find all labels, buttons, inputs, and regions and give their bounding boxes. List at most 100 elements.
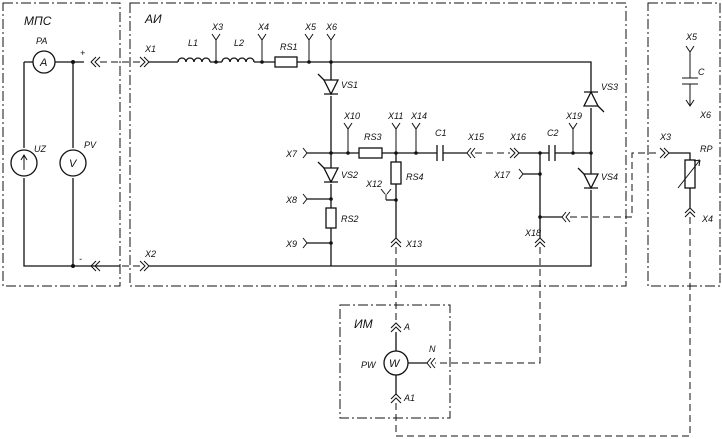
variable-resistor-rp: RP <box>677 144 713 189</box>
svg-text:X15: X15 <box>467 132 485 142</box>
testpoint-x7: X7 <box>285 147 331 159</box>
minus-sign: - <box>79 254 82 264</box>
wattmeter-pw: W PW <box>361 350 409 376</box>
ammeter-pa: A PA <box>32 36 56 74</box>
svg-text:X3: X3 <box>659 132 671 142</box>
testpoint-x11: X11 <box>387 111 403 155</box>
connector-x2: X2 <box>90 249 156 272</box>
ai-block-title: АИ <box>144 12 162 26</box>
svg-text:X3: X3 <box>211 22 223 32</box>
svg-text:V: V <box>69 158 78 170</box>
testpoint-x14: X14 <box>410 111 427 155</box>
svg-text:RS4: RS4 <box>406 172 424 182</box>
connector-x3-rp: X3 <box>570 132 691 218</box>
im-block-title: ИМ <box>354 317 373 331</box>
svg-text:X10: X10 <box>343 111 360 121</box>
resistor-rs4: RS4 <box>390 161 424 185</box>
ai-bottom-rail <box>149 152 592 267</box>
link-a1-to-rp-x4 <box>395 217 691 437</box>
mps-block-frame <box>2 2 121 287</box>
svg-text:RS3: RS3 <box>364 132 382 142</box>
svg-text:N: N <box>429 344 436 354</box>
svg-text:X4: X4 <box>701 214 713 224</box>
connector-x1: X1 <box>90 44 156 68</box>
svg-text:C: C <box>698 67 705 77</box>
svg-text:C1: C1 <box>435 128 447 138</box>
resistor-rs2: RS2 <box>325 207 359 229</box>
im-input-n: N <box>426 344 436 369</box>
capacitor-c: X5 C X6 <box>682 32 711 120</box>
svg-text:L1: L1 <box>188 38 198 48</box>
svg-text:RS2: RS2 <box>341 214 359 224</box>
svg-text:X19: X19 <box>565 111 582 121</box>
testpoint-x4: X4 <box>257 22 269 64</box>
svg-text:X7: X7 <box>285 149 298 159</box>
im-input-a: A <box>390 322 410 333</box>
svg-text:X16: X16 <box>509 132 526 142</box>
svg-text:X11: X11 <box>387 111 403 121</box>
capacitor-c1: C1 <box>435 128 447 161</box>
testpoint-x3: X3 <box>211 22 223 64</box>
capacitor-block-frame <box>647 2 721 287</box>
testpoint-x19: X19 <box>565 111 582 155</box>
im-block-frame <box>339 304 451 419</box>
svg-text:X17: X17 <box>493 170 511 180</box>
source-uz: UZ <box>10 144 46 177</box>
testpoint-x5: X5 <box>304 22 317 64</box>
svg-text:RP: RP <box>700 144 713 154</box>
svg-text:X2: X2 <box>144 249 156 259</box>
testpoint-x10: X10 <box>343 111 360 155</box>
resistor-rs1: RS1 <box>274 42 298 68</box>
svg-text:UZ: UZ <box>34 144 46 154</box>
mps-block-title: МПС <box>24 14 52 28</box>
testpoint-x12: X12 <box>365 179 398 202</box>
svg-text:X14: X14 <box>410 111 427 121</box>
mps-circuit <box>23 60 120 268</box>
svg-text:X8: X8 <box>285 195 297 205</box>
svg-text:X6: X6 <box>699 110 711 120</box>
svg-text:X12: X12 <box>365 179 382 189</box>
svg-text:C2: C2 <box>547 128 559 138</box>
svg-text:W: W <box>389 358 401 370</box>
testpoint-x18: X18 <box>524 228 546 248</box>
svg-text:L2: L2 <box>234 38 244 48</box>
svg-text:X6: X6 <box>325 22 337 32</box>
thyristor-vs1: VS1 <box>317 73 358 96</box>
testpoint-rp-x4: X4 <box>684 207 713 224</box>
svg-text:X4: X4 <box>257 22 269 32</box>
svg-text:X13: X13 <box>405 239 422 249</box>
link-x18-to-n <box>435 247 541 364</box>
testpoint-x13: X13 <box>390 237 422 249</box>
testpoint-x6: X6 <box>325 22 337 64</box>
svg-text:PV: PV <box>84 140 97 150</box>
svg-text:RS1: RS1 <box>280 42 298 52</box>
svg-text:VS4: VS4 <box>601 172 618 182</box>
svg-text:A1: A1 <box>403 393 415 403</box>
svg-text:PW: PW <box>361 360 377 370</box>
voltmeter-pv: V PV <box>59 140 97 177</box>
svg-text:X5: X5 <box>304 22 317 32</box>
capacitor-c2: C2 <box>547 128 559 161</box>
svg-text:A: A <box>403 322 410 332</box>
svg-text:X1: X1 <box>144 44 156 54</box>
inductor-l1: L1 <box>177 38 211 63</box>
plus-sign: + <box>80 48 85 58</box>
testpoint-x9: X9 <box>285 237 333 249</box>
inductor-l2: L2 <box>221 38 255 63</box>
resistor-rs3: RS3 <box>358 132 383 159</box>
ai-block-frame <box>129 2 627 287</box>
thyristor-vs4: VS4 <box>577 167 618 190</box>
testpoint-x17: X17 <box>493 168 542 180</box>
svg-text:VS1: VS1 <box>341 80 358 90</box>
im-input-a1: A1 <box>390 393 415 404</box>
svg-text:PA: PA <box>36 36 47 46</box>
svg-text:X5: X5 <box>685 32 698 42</box>
svg-text:A: A <box>39 57 47 69</box>
thyristor-vs2: VS2 <box>317 161 358 184</box>
thyristor-vs3: VS3 <box>582 82 618 113</box>
testpoint-x8: X8 <box>285 193 333 205</box>
svg-text:VS2: VS2 <box>341 170 358 180</box>
svg-text:X18: X18 <box>524 228 541 238</box>
